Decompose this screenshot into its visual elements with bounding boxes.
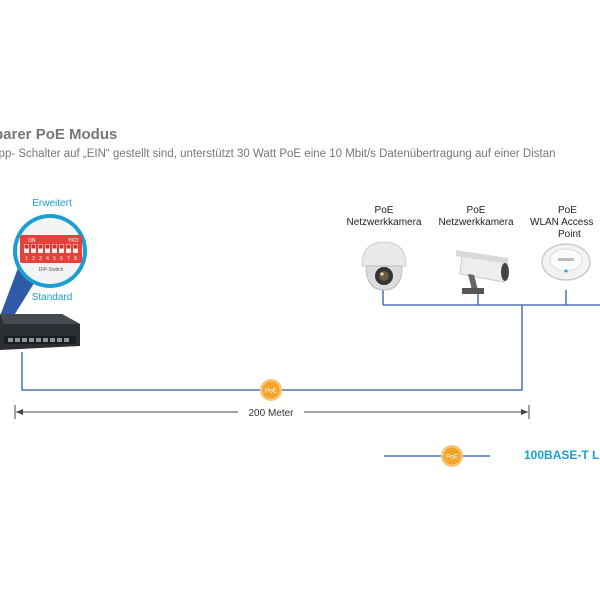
dip-number: 8 (74, 256, 77, 262)
device-label-camera-1: PoE Netzwerkkamera (334, 205, 434, 229)
poe-switch (0, 314, 80, 350)
dip-number: 7 (67, 256, 70, 262)
dip-lever-knob (52, 244, 57, 249)
dip-lever-knob (73, 244, 78, 249)
access-point-icon (541, 243, 591, 281)
cables (21, 290, 600, 457)
dip-switch-block (20, 235, 82, 263)
device-label-line2: Netzwerkkamera (438, 217, 514, 228)
switch-port (15, 338, 20, 342)
dip-brand-label: YKO (68, 238, 79, 244)
main-cable (21, 305, 523, 391)
badge-label: PoE (265, 388, 278, 395)
section-title: barer PoE Modus (0, 126, 118, 143)
device-label-access-point: PoE WLAN Access Point (524, 205, 600, 241)
switch-ports (8, 338, 69, 342)
distance-label: 200 Meter (248, 408, 294, 419)
device-label-line2: WLAN Access (530, 217, 594, 228)
switch-port (64, 338, 69, 342)
badge-label: PoE (446, 454, 459, 461)
dip-number: 6 (60, 256, 63, 262)
dip-levers (24, 244, 78, 253)
switch-port (50, 338, 55, 342)
device-label-line1: PoE (466, 205, 486, 216)
device-label-line2: Netzwerkkamera (346, 217, 422, 228)
dimension-arrow-right (521, 409, 528, 415)
dip-number: 1 (25, 256, 28, 262)
badge-core (443, 447, 461, 465)
legend-label: 100BASE-T L (524, 448, 600, 462)
section-description: ipp- Schalter auf „EIN“ gestellt sind, u… (0, 148, 556, 160)
switch-port (36, 338, 41, 342)
dip-number: 2 (32, 256, 35, 262)
dip-number: 3 (39, 256, 42, 262)
dip-lever-knob (31, 244, 36, 249)
badge-core (262, 381, 280, 399)
dip-number: 4 (46, 256, 49, 262)
callout-pointer (0, 268, 36, 322)
dip-lever-knob (59, 244, 64, 249)
switch-port (29, 338, 34, 342)
standard-mode-label: Standard (31, 292, 73, 303)
switch-top (0, 314, 80, 324)
dip-on-label: ON (28, 238, 36, 244)
dip-lever-knob (66, 244, 71, 249)
switch-port (57, 338, 62, 342)
dip-lever-knob (45, 244, 50, 249)
device-label-line3: Point (558, 229, 581, 240)
dimension-arrow-left (16, 409, 23, 415)
poe-badge-main: PoE (260, 379, 282, 401)
dip-caption: DIP-Switch (39, 267, 64, 273)
device-label-camera-2: PoE Netzwerkkamera (426, 205, 526, 229)
switch-port (22, 338, 27, 342)
device-label-line1: PoE (558, 205, 577, 216)
dimension-label-bg (238, 405, 304, 419)
dip-lever-knob (24, 244, 29, 249)
expanded-mode-label: Erweitert (32, 198, 72, 209)
poe-badge-legend: PoE (441, 445, 463, 467)
dip-lever-knob (38, 244, 43, 249)
dip-number: 5 (53, 256, 56, 262)
dome-camera-icon (361, 241, 407, 291)
device-label-line1: PoE (374, 205, 394, 216)
bullet-camera-icon (456, 250, 509, 294)
switch-port (8, 338, 13, 342)
switch-port (43, 338, 48, 342)
distance-dimension: 200 Meter (14, 405, 530, 419)
